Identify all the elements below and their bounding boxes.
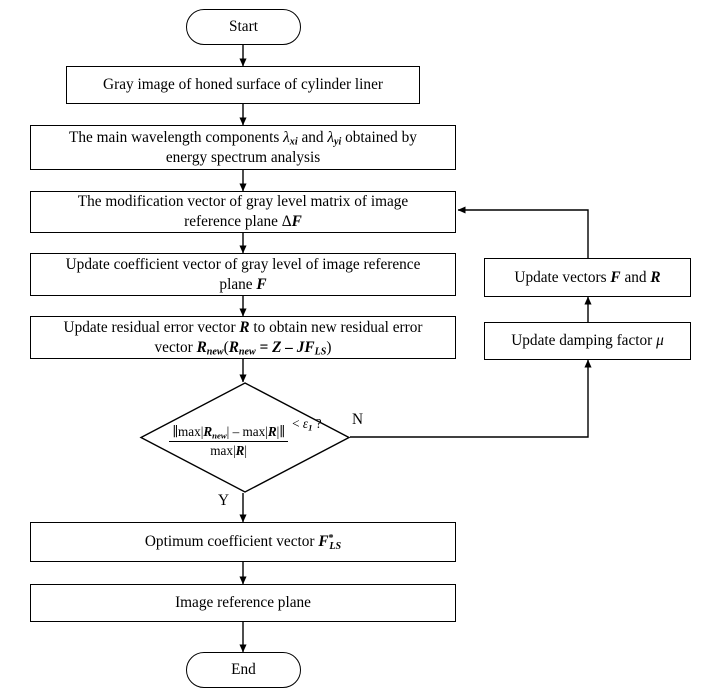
edge-decision-no-to-update-damping	[350, 359, 592, 438]
modification-line1: The modification vector of gray level ma…	[77, 193, 409, 211]
node-end-label: End	[231, 661, 256, 679]
wavelength-text-pre: The main wavelength components	[69, 128, 284, 146]
lambda-x-symbol: λ	[283, 128, 290, 146]
r-new-symbol: R	[196, 338, 207, 356]
update-vectors-and: and	[620, 268, 651, 286]
lambda-y-subscript: yi	[334, 136, 342, 148]
node-decision[interactable]: ∥max|Rnew| – max|R|∥ max|R| < ε1 ?	[139, 382, 351, 493]
update-residual-post: to obtain new residual error	[249, 318, 423, 336]
modification-vector-f: F	[291, 213, 302, 230]
node-end[interactable]: End	[186, 652, 301, 688]
node-optimum-label: Optimum coefficient vector F*LS	[145, 532, 341, 552]
num-r-new: R	[203, 424, 213, 440]
optimum-pre: Optimum coefficient vector	[144, 533, 319, 551]
update-coeff-vector-f: F	[256, 275, 267, 293]
formula-equals: =	[255, 338, 273, 356]
node-optimum[interactable]: Optimum coefficient vector F*LS	[30, 522, 456, 562]
wavelength-text-mid: and	[297, 128, 328, 146]
node-update-vectors[interactable]: Update vectors F and R	[484, 258, 691, 297]
update-vectors-pre: Update vectors	[514, 268, 611, 286]
decision-shape	[139, 382, 351, 493]
decision-compare: <	[288, 415, 303, 431]
epsilon-symbol: ε	[302, 415, 309, 431]
den-r: R	[235, 443, 245, 459]
mu-symbol: μ	[656, 332, 664, 350]
wavelength-line2: energy spectrum analysis	[165, 148, 321, 166]
node-update-damping-label: Update damping factor μ	[511, 331, 664, 351]
num-minus-max: – max	[229, 424, 266, 440]
decision-fraction: ∥max|Rnew| – max|R|∥ max|R|	[169, 424, 288, 459]
update-residual-line2-pre: vector	[154, 338, 197, 356]
update-residual-pre: Update residual error vector	[63, 318, 240, 336]
node-update-residual-label: Update residual error vector R to obtain…	[64, 318, 423, 357]
node-modification[interactable]: The modification vector of gray level ma…	[30, 191, 456, 233]
node-update-residual[interactable]: Update residual error vector R to obtain…	[30, 316, 456, 359]
node-gray-image-label: Gray image of honed surface of cylinder …	[103, 76, 383, 94]
decision-numerator: ∥max|Rnew| – max|R|∥	[169, 424, 288, 443]
num-r: R	[267, 424, 277, 440]
lambda-x-subscript: xi	[289, 136, 298, 148]
decision-denominator: max|R|	[210, 443, 248, 459]
den-max: max	[210, 443, 233, 459]
node-wavelength[interactable]: The main wavelength components λxi and λ…	[30, 125, 456, 170]
edge-update-vectors-to-modification	[457, 206, 589, 258]
update-residual-vector-r: R	[239, 318, 250, 336]
node-update-coeff-label: Update coefficient vector of gray level …	[66, 255, 421, 294]
r-new2-subscript: new	[238, 346, 256, 358]
update-coeff-line2-pre: plane	[219, 275, 257, 293]
formula-minus: –	[281, 338, 297, 356]
update-coeff-line1: Update coefficient vector of gray level …	[65, 255, 421, 273]
wavelength-text-post: obtained by	[341, 128, 417, 146]
update-vectors-f: F	[610, 268, 621, 286]
node-image-ref-plane-label: Image reference plane	[175, 594, 311, 612]
r-new-subscript: new	[206, 346, 224, 358]
node-update-coeff[interactable]: Update coefficient vector of gray level …	[30, 253, 456, 296]
update-damping-pre: Update damping factor	[511, 332, 657, 350]
node-modification-label: The modification vector of gray level ma…	[78, 192, 408, 231]
optimum-vector-subscript: LS	[329, 540, 342, 552]
branch-label-yes: Y	[218, 492, 230, 509]
formula-paren-close: )	[326, 338, 332, 356]
lambda-y-symbol: λ	[327, 128, 335, 146]
node-update-damping[interactable]: Update damping factor μ	[484, 322, 691, 360]
node-start[interactable]: Start	[186, 9, 301, 45]
node-gray-image[interactable]: Gray image of honed surface of cylinder …	[66, 66, 420, 104]
decision-question-mark: ?	[312, 415, 322, 431]
r-new2-symbol: R	[228, 338, 239, 356]
modification-line2-pre: reference plane	[184, 213, 282, 230]
branch-label-no: N	[352, 411, 364, 428]
optimum-vector-f: F	[318, 533, 329, 551]
delta-symbol: Δ	[281, 213, 292, 230]
decision-label: ∥max|Rnew| – max|R|∥ max|R| < ε1 ?	[140, 382, 350, 493]
node-image-ref-plane[interactable]: Image reference plane	[30, 584, 456, 622]
epsilon-subscript: 1	[308, 422, 313, 433]
node-wavelength-label: The main wavelength components λxi and λ…	[69, 128, 417, 167]
formula-jf: JF	[296, 338, 315, 356]
optimum-vector-star: *	[328, 533, 334, 545]
num-r-new-sub: new	[212, 430, 227, 441]
update-vectors-r: R	[650, 268, 661, 286]
num-max-1: max	[177, 424, 201, 440]
formula-paren-open: (	[223, 338, 229, 356]
node-update-vectors-label: Update vectors F and R	[514, 268, 660, 288]
formula-z: Z	[272, 338, 282, 356]
formula-jf-subscript: LS	[314, 346, 327, 358]
node-start-label: Start	[229, 18, 258, 36]
